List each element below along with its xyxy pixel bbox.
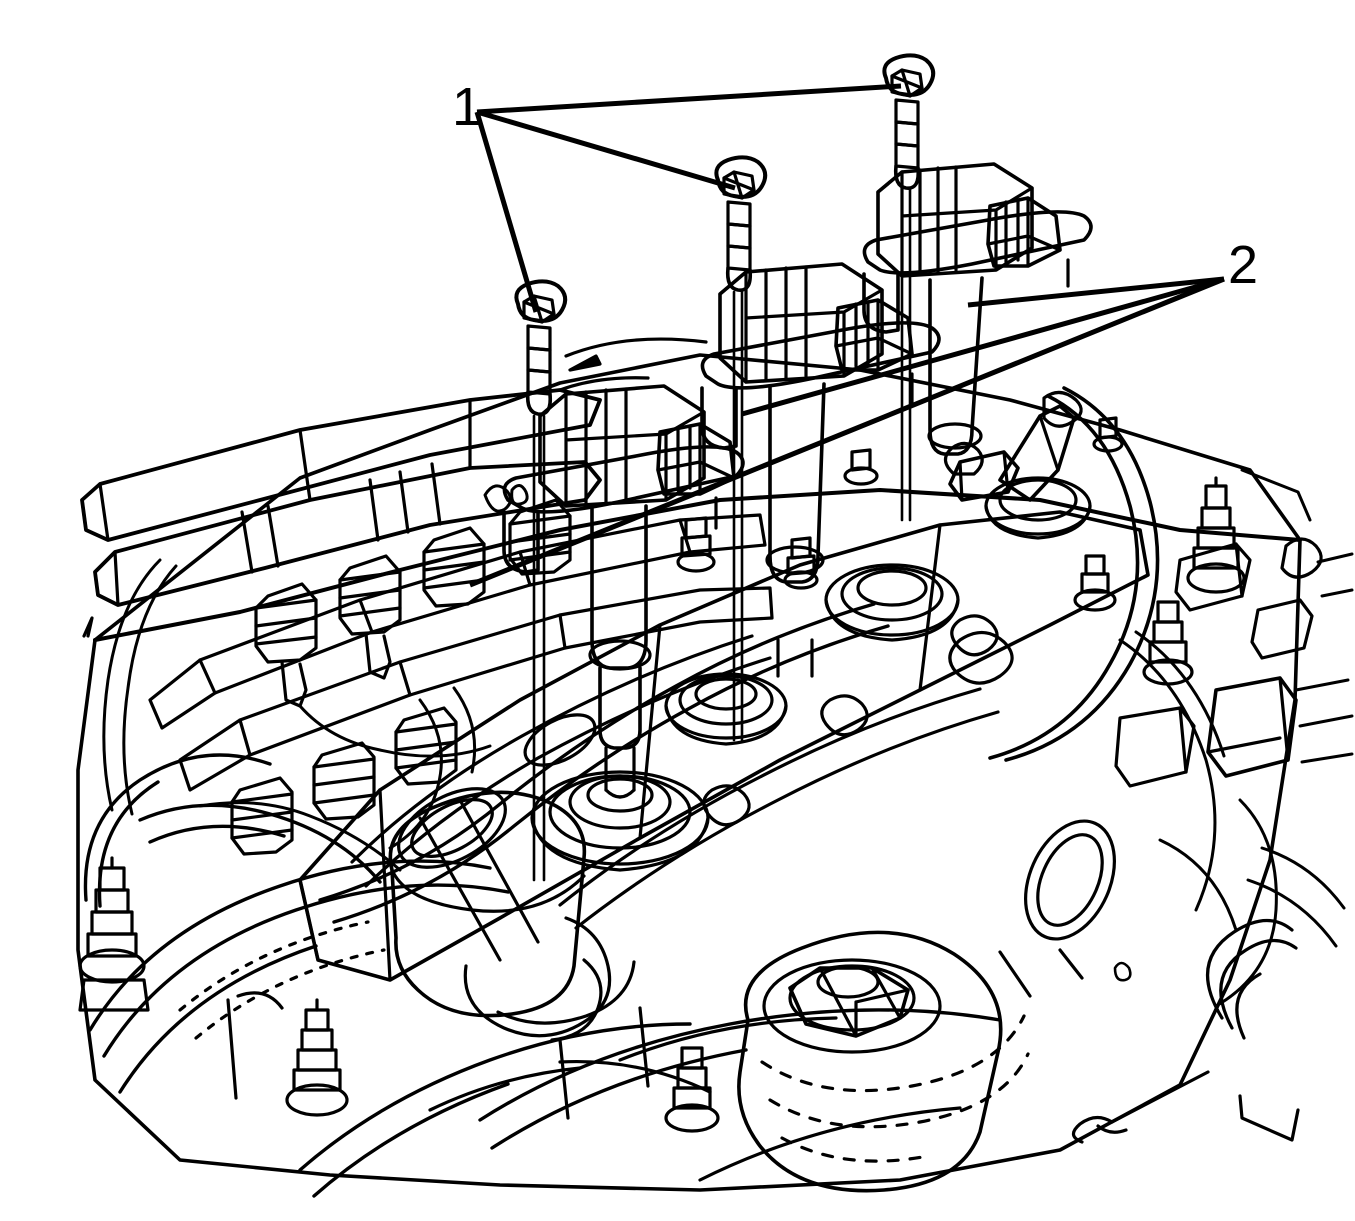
bolt-middle	[714, 155, 768, 742]
right-edge-details	[1240, 468, 1354, 948]
spark-plug-well-far	[984, 476, 1092, 540]
spark-plug-well-rear	[824, 563, 960, 642]
spark-plug-well-front	[530, 770, 710, 872]
ignition-coil-front	[502, 384, 745, 799]
callout-2-leaders	[469, 276, 1225, 588]
callout-1-leaders	[474, 83, 902, 313]
engine-mount-hex-bolt	[737, 930, 1030, 1193]
callout-label-1: 1	[452, 77, 483, 137]
spark-plug-well-middle	[664, 672, 788, 746]
ignition-coil-middle	[700, 262, 941, 678]
ignition-coil-rear	[862, 162, 1093, 456]
intake-manifold	[80, 388, 602, 607]
bolt-rear	[882, 53, 936, 522]
direction-arrow	[558, 337, 708, 392]
stud-bolt-right-3	[1073, 554, 1117, 612]
fuel-injectors	[230, 498, 572, 856]
center-misc-hardware	[676, 416, 1132, 982]
stud-bolt-left-2	[285, 998, 349, 1117]
spark-plug-wells	[530, 476, 1092, 872]
bolt-front	[514, 279, 568, 882]
tick-mark	[82, 616, 94, 638]
callout-label-2: 2	[1228, 235, 1259, 295]
bottom-right-fragments	[998, 918, 1300, 1144]
wiring-harness-left	[102, 558, 492, 872]
engine-assembly-linework	[76, 53, 1354, 1198]
bottom-center-cover	[478, 1006, 1002, 1182]
stud-bolt-left-1	[78, 856, 150, 1012]
